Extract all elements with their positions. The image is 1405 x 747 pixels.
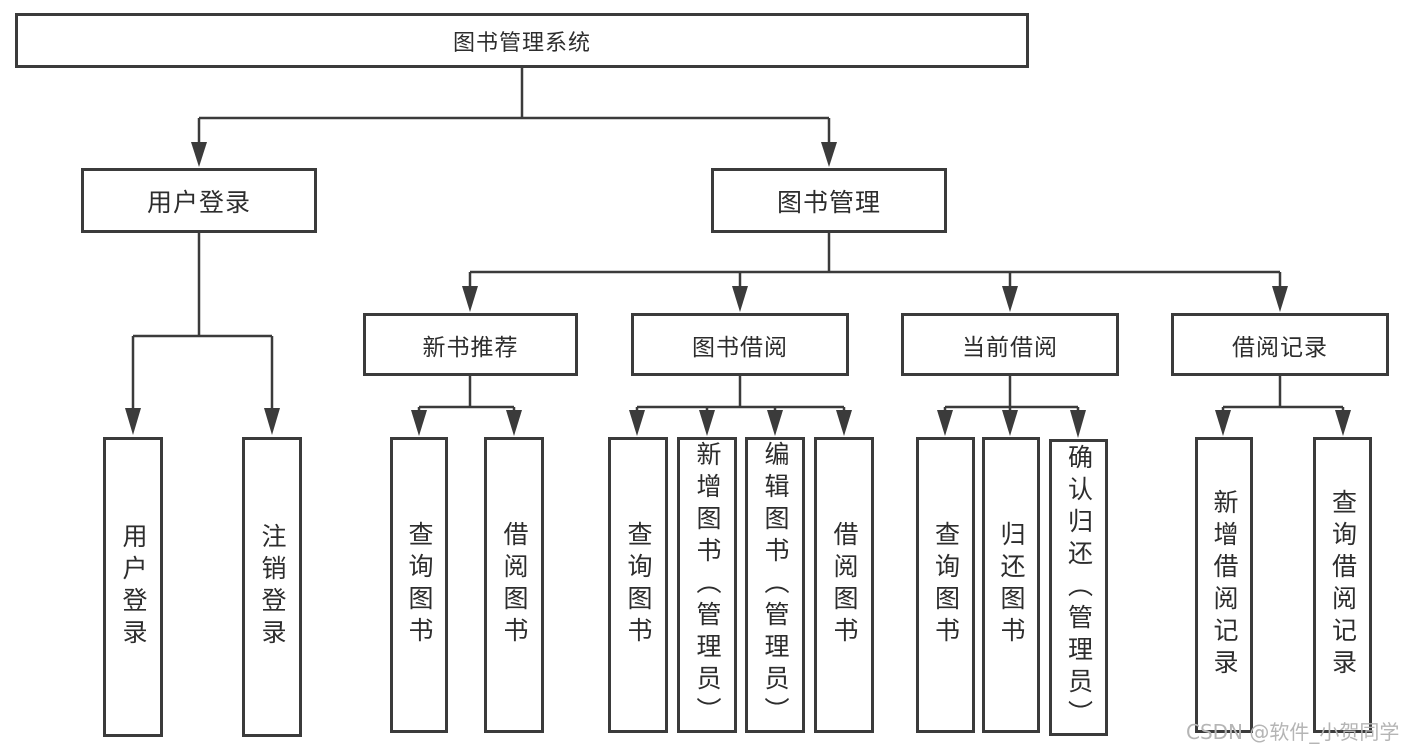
node-label: 用户登录 — [119, 523, 148, 651]
connector-book-borrow-children — [635, 376, 846, 410]
node-confirm-return-admin: 确认归还（管理员） — [1049, 439, 1108, 736]
connector-new-book-children — [417, 376, 516, 410]
node-label: 新增借阅记录 — [1210, 489, 1239, 681]
node-label: 查询图书 — [624, 521, 653, 649]
node-query-book-borrow: 查询图书 — [608, 437, 668, 733]
arrowheads — [125, 142, 1351, 438]
node-edit-book-admin: 编辑图书（管理员） — [745, 437, 805, 733]
node-library-management-system: 图书管理系统 — [15, 13, 1029, 68]
node-label: 借阅记录 — [1232, 334, 1328, 361]
node-label: 图书借阅 — [692, 334, 788, 361]
connector-book-mgmt-children — [468, 233, 1282, 286]
node-borrow-book-recommend: 借阅图书 — [484, 437, 544, 733]
node-label: 编辑图书（管理员） — [761, 441, 790, 729]
csdn-watermark: CSDN @软件_小贺同学 — [1186, 720, 1400, 744]
node-book-management: 图书管理 — [711, 168, 947, 233]
connector-borrow-record-children — [1221, 376, 1345, 410]
node-add-book-admin: 新增图书（管理员） — [677, 437, 737, 733]
node-borrow-record: 借阅记录 — [1171, 313, 1389, 376]
node-add-borrow-record: 新增借阅记录 — [1195, 437, 1253, 733]
node-return-book: 归还图书 — [982, 437, 1040, 733]
node-label: 新书推荐 — [422, 334, 519, 361]
node-new-book-recommend: 新书推荐 — [363, 313, 578, 376]
node-label: 图书管理 — [776, 187, 881, 217]
node-current-borrow: 当前借阅 — [901, 313, 1119, 376]
connector-root-to-level2 — [197, 68, 831, 144]
node-label: 查询图书 — [405, 521, 434, 649]
node-label: 用户登录 — [146, 187, 251, 217]
connector-user-login-children — [131, 233, 274, 408]
node-label: 注销登录 — [258, 523, 287, 651]
node-query-book-current: 查询图书 — [916, 437, 975, 733]
node-query-book-recommend: 查询图书 — [390, 437, 448, 733]
node-label: 新增图书（管理员） — [693, 441, 722, 729]
node-label: 归还图书 — [997, 521, 1026, 649]
node-logout-leaf: 注销登录 — [242, 437, 302, 737]
node-label: 借阅图书 — [500, 521, 529, 649]
node-user-login: 用户登录 — [81, 168, 317, 233]
node-label: 图书管理系统 — [452, 30, 591, 56]
node-label: 当前借阅 — [962, 334, 1058, 361]
node-borrow-book-leaf: 借阅图书 — [814, 437, 874, 733]
node-book-borrow: 图书借阅 — [631, 313, 849, 376]
node-label: 查询借阅记录 — [1328, 489, 1358, 681]
node-label: 查询图书 — [931, 521, 961, 649]
node-user-login-leaf: 用户登录 — [103, 437, 163, 737]
node-label: 借阅图书 — [830, 521, 859, 649]
connector-current-borrow-children — [943, 376, 1080, 410]
node-label: 确认归还（管理员） — [1064, 443, 1094, 732]
node-query-borrow-record: 查询借阅记录 — [1313, 437, 1372, 733]
